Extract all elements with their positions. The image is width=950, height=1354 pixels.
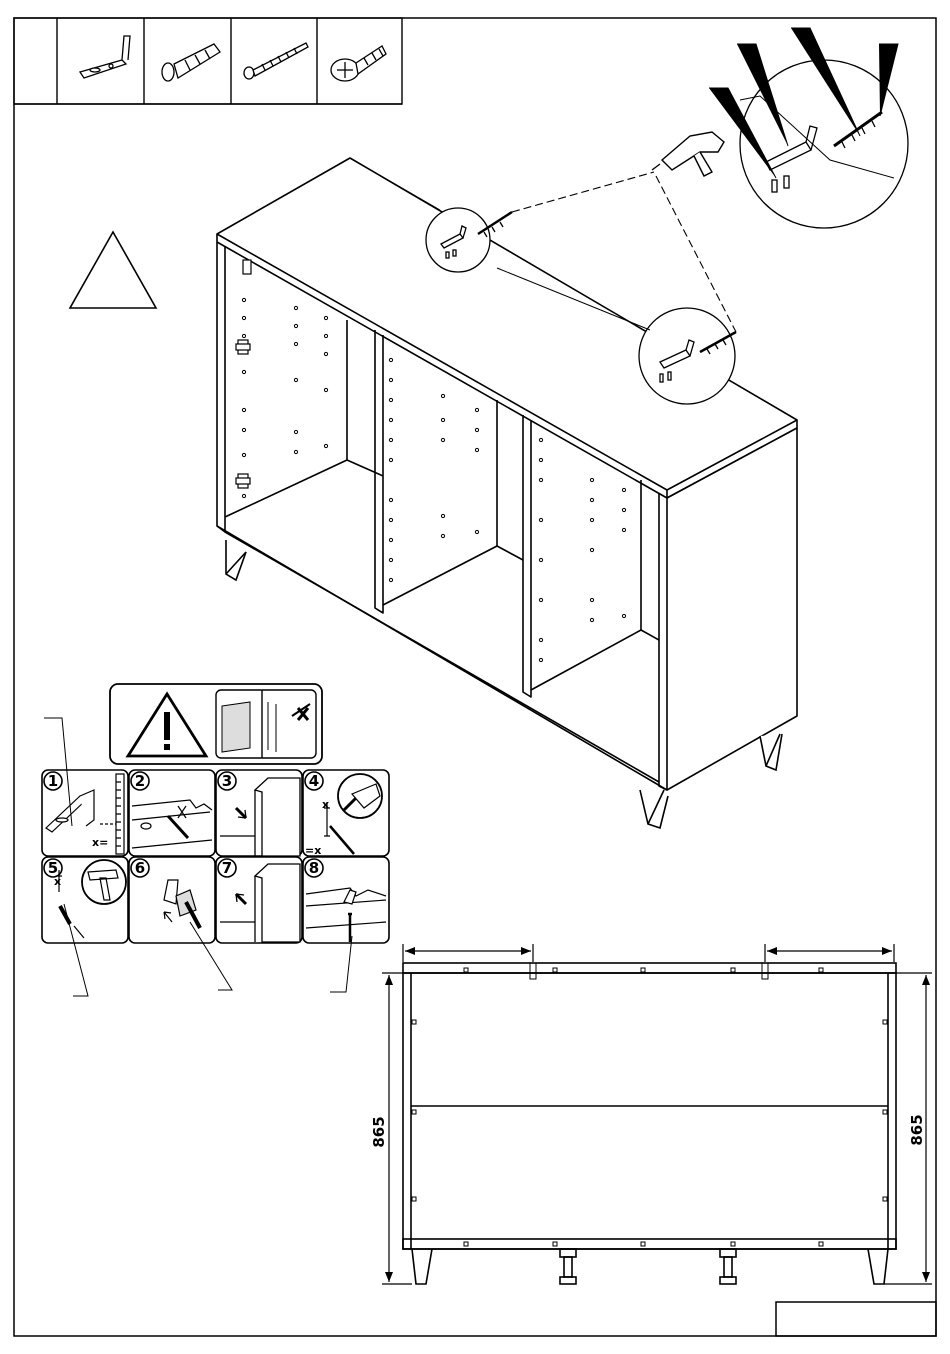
drill-icon [652,132,724,176]
long-screw-icon [244,43,308,79]
step-1-number: 1 [48,772,58,790]
step-8-number: 8 [309,859,319,877]
bracket-icon [80,36,130,78]
height-dimension-right: 865 [908,1114,926,1145]
short-screw-icon [331,46,386,81]
step-4-number: 4 [309,772,319,790]
elevation-fittings [412,963,887,1246]
wall-fix-detail-right [639,308,736,404]
cabinet-isometric [217,158,797,790]
height-dimension-left: 865 [370,1116,388,1147]
wall-plug-icon [162,44,220,81]
step-2-number: 2 [135,772,145,790]
step-4-x-mark: x [322,798,329,811]
height-dimension-lines [382,973,932,1284]
step-4-label: =x [305,844,321,857]
corner-box [776,1302,936,1336]
step-5-x-mark: x [54,875,61,888]
front-elevation [403,963,896,1284]
step-7-number: 7 [222,859,232,877]
step-3-number: 3 [222,772,232,790]
warning-triangle-icon [70,232,156,308]
step-1-label: x= [92,836,108,849]
top-dimension-lines [403,944,894,962]
caution-panel [110,684,322,764]
step-6-number: 6 [135,859,145,877]
